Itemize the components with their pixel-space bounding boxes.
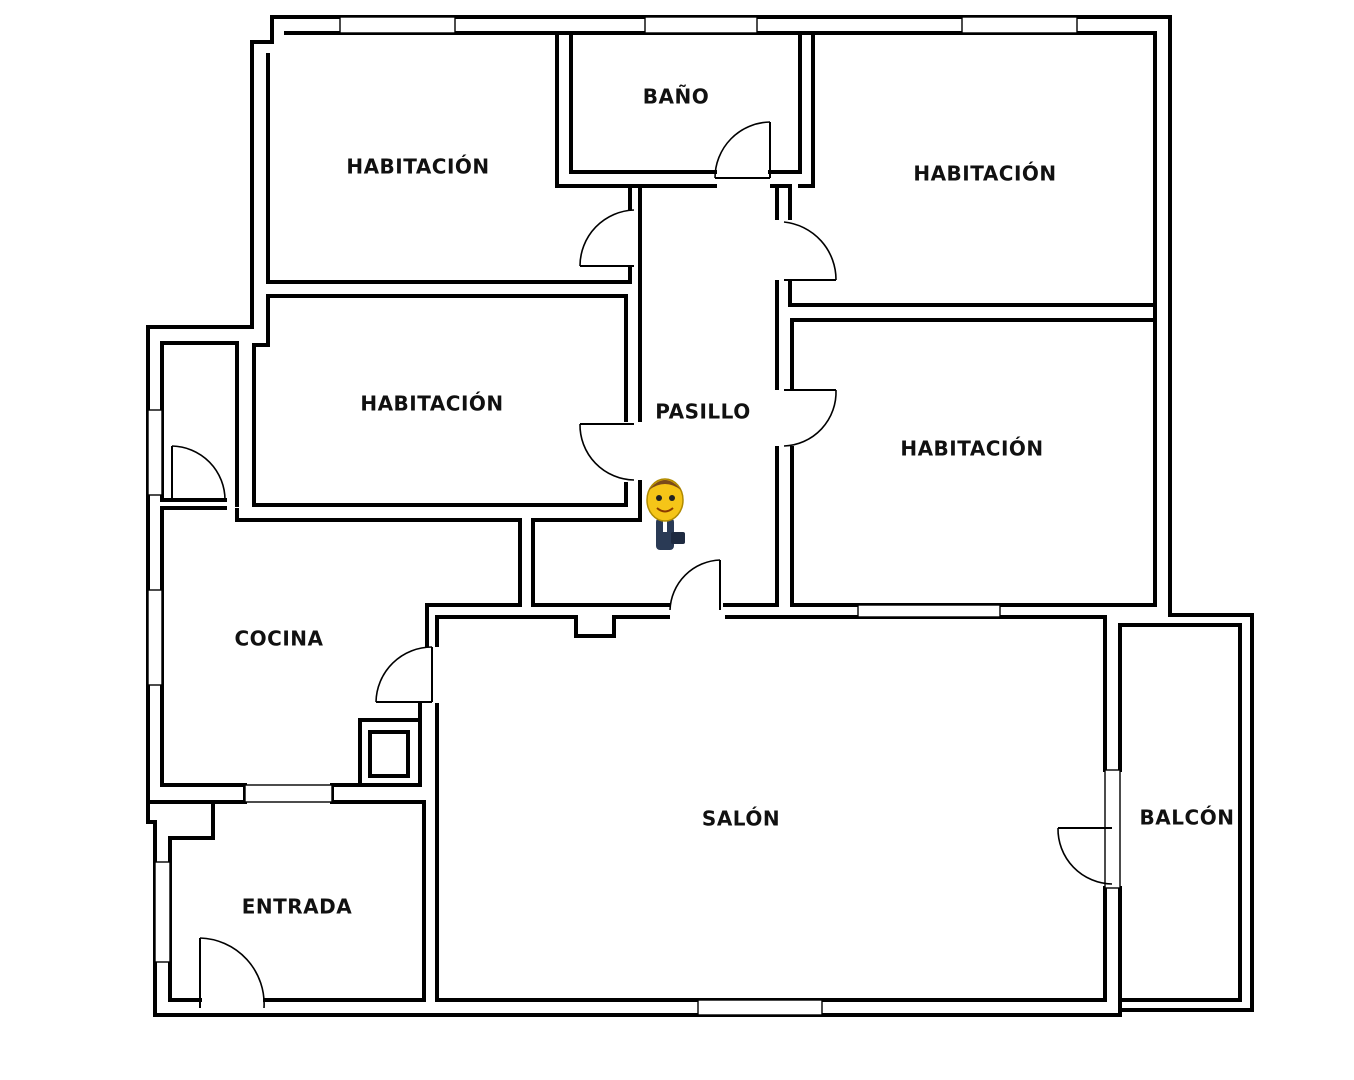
windows	[147, 16, 1121, 1016]
room-label-balcon: BALCÓN	[1140, 806, 1235, 830]
agent-mascot-icon	[646, 478, 685, 550]
room-label-habitacion-2: HABITACIÓN	[913, 162, 1056, 186]
room-walls	[146, 31, 1242, 1012]
room-label-habitacion-1: HABITACIÓN	[346, 155, 489, 179]
room-label-pasillo: PASILLO	[655, 400, 750, 424]
room-label-bano: BAÑO	[643, 85, 709, 109]
room-label-entrada: ENTRADA	[242, 895, 353, 919]
room-label-salon: SALÓN	[702, 807, 780, 831]
outer-walls	[146, 15, 1254, 1017]
room-label-habitacion-3: HABITACIÓN	[360, 392, 503, 416]
room-label-cocina: COCINA	[234, 627, 323, 651]
room-label-habitacion-4: HABITACIÓN	[900, 437, 1043, 461]
doors	[171, 121, 1113, 1009]
room-labels: HABITACIÓN BAÑO HABITACIÓN HABITACIÓN PA…	[234, 85, 1235, 919]
